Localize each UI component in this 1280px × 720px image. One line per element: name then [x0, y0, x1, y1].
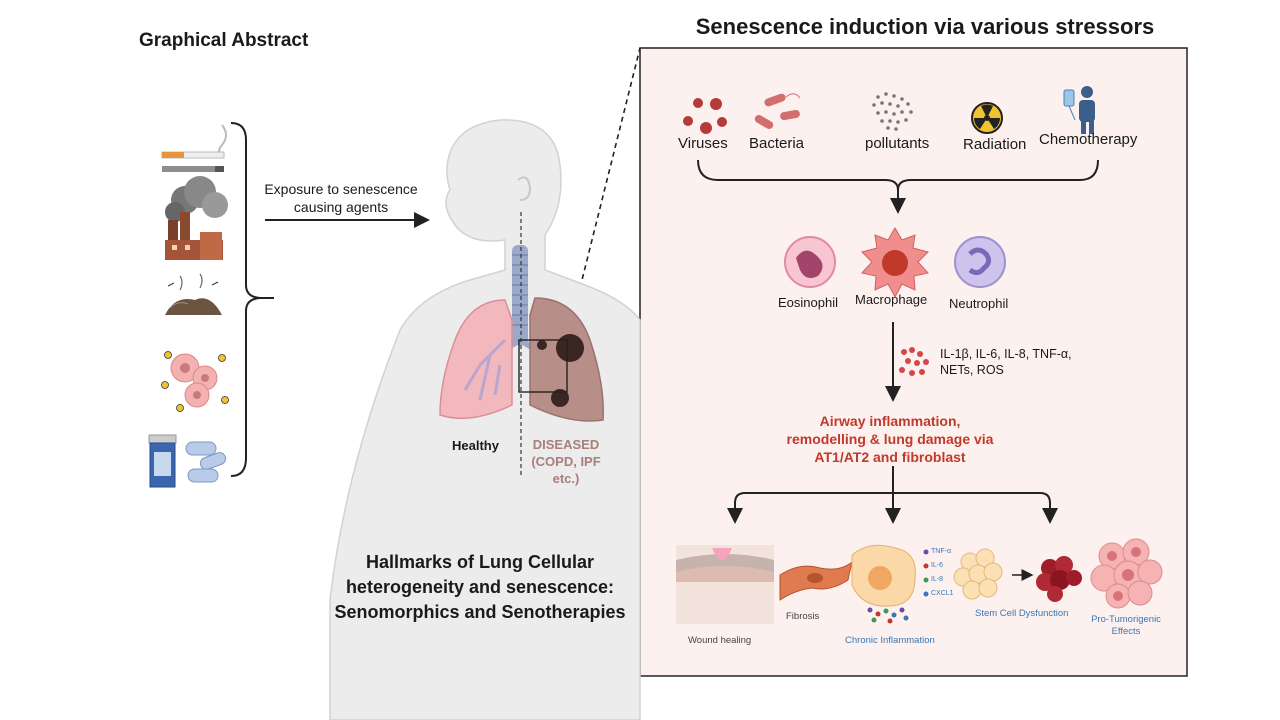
- eosinophil-label: Eosinophil: [778, 295, 838, 310]
- lung-lesion: [556, 334, 584, 362]
- exposure-label: Exposure to senescence causing agents: [264, 181, 418, 215]
- chronic-inflammation-label: Chronic Inflammation: [845, 635, 935, 646]
- macrophage-label: Macrophage: [855, 292, 928, 307]
- neutrophil-cell: [954, 236, 1006, 288]
- drugs-pills-icon: [148, 434, 227, 488]
- radiation-label: Radiation: [963, 136, 1027, 153]
- agents-brace: [230, 122, 261, 477]
- damaged-stem-cell-image: [1036, 556, 1082, 602]
- stem-cell-image: [953, 548, 1003, 600]
- neutrophil-label: Neutrophil: [949, 296, 1009, 311]
- stem-cell-dysfunction-label: Stem Cell Dysfunction: [975, 608, 1069, 619]
- sasp-legend-item: TNF-α: [931, 548, 951, 555]
- eosinophil-cell: [784, 236, 836, 288]
- human-body-silhouette: [329, 119, 641, 720]
- cytokines-label: IL-1β, IL-6, IL-8, TNF-α, NETs, ROS: [940, 347, 1072, 377]
- healthy-label: Healthy: [452, 438, 499, 453]
- panel-title: Senescence induction via various stresso…: [695, 14, 1155, 39]
- wound-healing-label: Wound healing: [688, 635, 752, 646]
- cigarette-icon: [161, 124, 227, 172]
- radiation-icon: [971, 102, 1003, 134]
- pollutants-label: pollutants: [865, 135, 930, 152]
- graphical-abstract-title: Graphical Abstract: [139, 30, 309, 51]
- virus-icon: [683, 98, 727, 134]
- chronic-inflammation-image: [851, 544, 929, 624]
- pollutants-icon: [872, 92, 913, 131]
- ear: [517, 176, 532, 201]
- cytokine-dots: [899, 347, 929, 376]
- bacteria-label: Bacteria: [749, 135, 805, 152]
- sasp-legend-item: IL-6: [931, 562, 944, 569]
- airway-inflammation-label: Airway inflammation, remodelling & lung …: [786, 413, 994, 465]
- chemotherapy-label: Chemotherapy: [1039, 131, 1138, 148]
- zoom-box: [518, 339, 568, 393]
- irradiated-cells-icon: [161, 351, 229, 412]
- wound-healing-image: [676, 545, 774, 624]
- bacteria-icon: [754, 93, 801, 129]
- healthy-lung: [439, 299, 513, 420]
- macrophage-cell: [861, 227, 929, 299]
- sasp-legend-item: CXCL1: [931, 590, 954, 597]
- tumor-cells-image: [1090, 538, 1163, 609]
- sasp-legend-item: IL-8: [931, 576, 944, 583]
- chemotherapy-icon: [1063, 86, 1095, 134]
- diseased-label: DISEASED (COPD, IPF etc.): [531, 437, 601, 486]
- fibrosis-image: [779, 560, 853, 601]
- pro-tumorigenic-label: Pro-Tumorigenic Effects: [1091, 614, 1161, 637]
- factory-icon: [165, 176, 228, 260]
- pollution-pile-icon: [165, 273, 222, 315]
- viruses-label: Viruses: [678, 135, 728, 152]
- hallmarks-title: Hallmarks of Lung Cellular heterogeneity…: [334, 552, 626, 622]
- fibrosis-label: Fibrosis: [786, 611, 820, 622]
